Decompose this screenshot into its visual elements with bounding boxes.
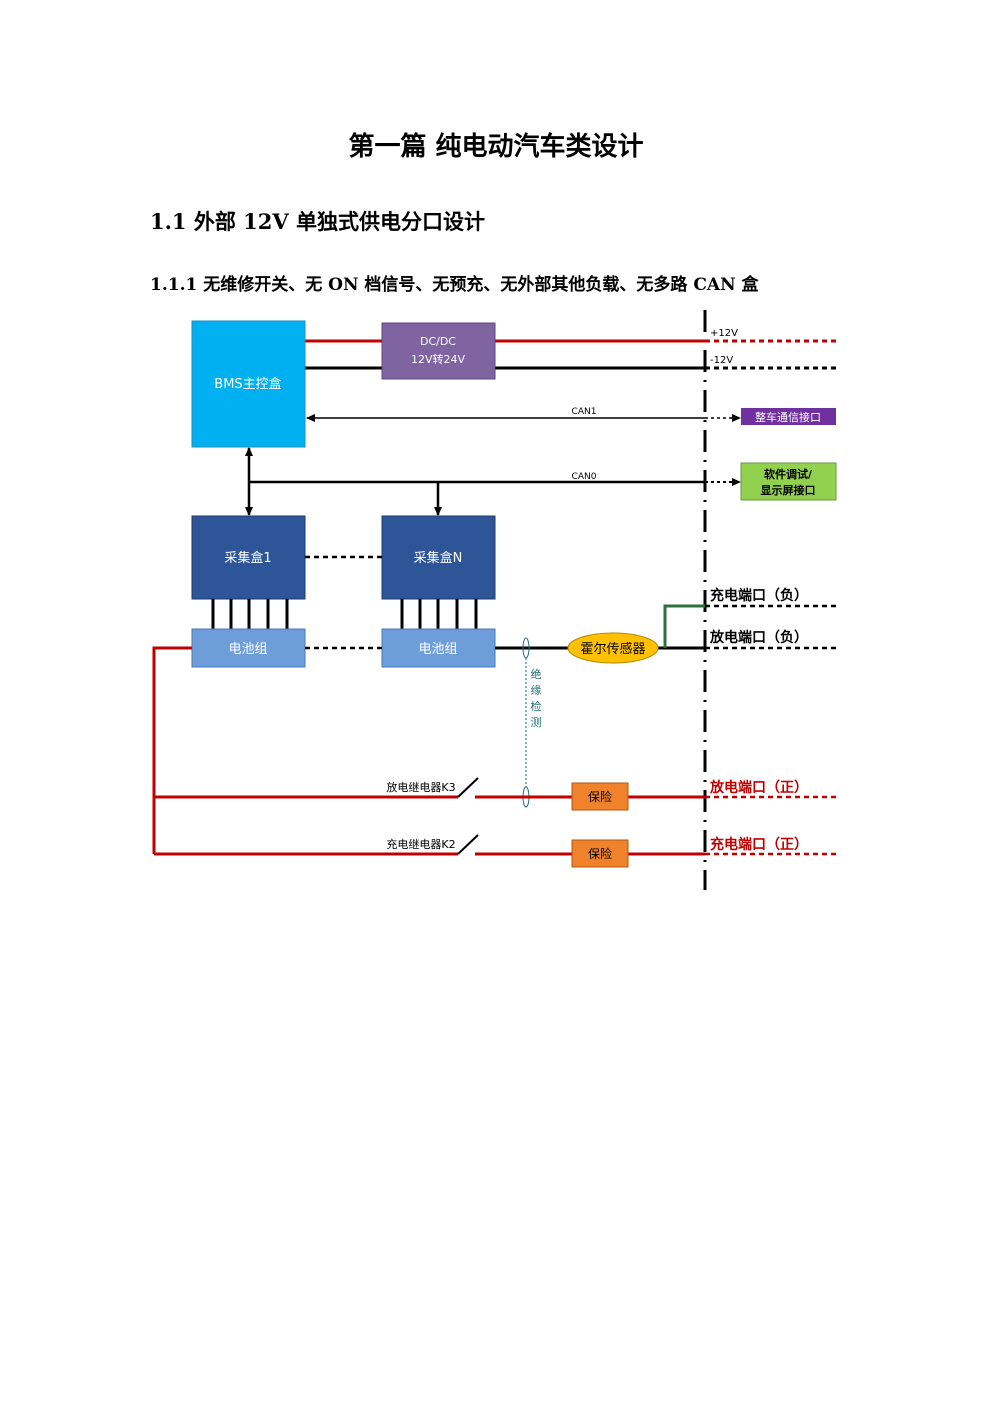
collector-n-label: 采集盒N xyxy=(414,550,463,566)
charge-port-pos-label: 充电端口（正） xyxy=(710,836,808,853)
insulation-label-1: 绝 xyxy=(531,667,542,681)
battery-1-label: 电池组 xyxy=(228,642,267,657)
fuse-1 xyxy=(571,782,629,811)
insulation-label-3: 检 xyxy=(531,699,542,713)
charge-neg-branch xyxy=(663,604,705,648)
vehicle-comm-port-label: 整车通信接口 xyxy=(755,410,821,424)
insulation-label-4: 测 xyxy=(531,716,542,729)
hall-sensor-label: 霍尔传感器 xyxy=(580,641,645,657)
can1-label: CAN1 xyxy=(572,407,597,417)
collector-1-label: 采集盒1 xyxy=(224,550,271,566)
charge-relay-k2 xyxy=(457,834,479,855)
vehicle-comm-port xyxy=(741,408,836,425)
charge-port-neg-label: 充电端口（负） xyxy=(710,587,808,604)
dcdc-label-1: DC/DC xyxy=(420,335,456,348)
positive-bus xyxy=(152,646,192,854)
can0-label: CAN0 xyxy=(572,472,597,482)
debug-port xyxy=(740,462,837,501)
bms-label: BMS主控盒 xyxy=(214,376,281,392)
page-title: 第一篇 纯电动汽车类设计 xyxy=(348,132,644,162)
hall-sensor xyxy=(567,632,659,664)
bms-box xyxy=(191,320,306,448)
discharge-relay-k3 xyxy=(457,777,479,798)
debug-port-label-2: 显示屏接口 xyxy=(761,483,816,497)
discharge-port-neg-label: 放电端口（负） xyxy=(709,629,808,646)
charge-relay-label: 充电继电器K2 xyxy=(386,837,455,851)
section-heading: 1.1 外部 12V 单独式供电分口设计 xyxy=(150,209,485,234)
fuse-2-label: 保险 xyxy=(588,846,612,861)
discharge-relay-label: 放电继电器K3 xyxy=(386,780,455,794)
subsection-heading: 1.1.1 无维修开关、无 ON 档信号、无预充、无外部其他负载、无多路 CAN… xyxy=(150,275,759,295)
fuse-1-label: 保险 xyxy=(588,789,612,804)
insulation-label-2: 缘 xyxy=(531,684,542,697)
battery-n-label: 电池组 xyxy=(418,642,457,657)
sampling-wires-1 xyxy=(211,599,289,629)
sampling-wires-n xyxy=(400,599,478,629)
dcdc-box xyxy=(381,322,496,380)
fuse-2 xyxy=(571,839,629,868)
dcdc-label-2: 12V转24V xyxy=(411,352,466,366)
debug-port-label-1: 软件调试/ xyxy=(764,467,813,481)
collector-1-box xyxy=(191,515,306,600)
discharge-port-pos-label: 放电端口（正） xyxy=(709,779,808,796)
minus12v-label: -12V xyxy=(710,355,733,366)
plus12v-label: +12V xyxy=(710,328,738,339)
